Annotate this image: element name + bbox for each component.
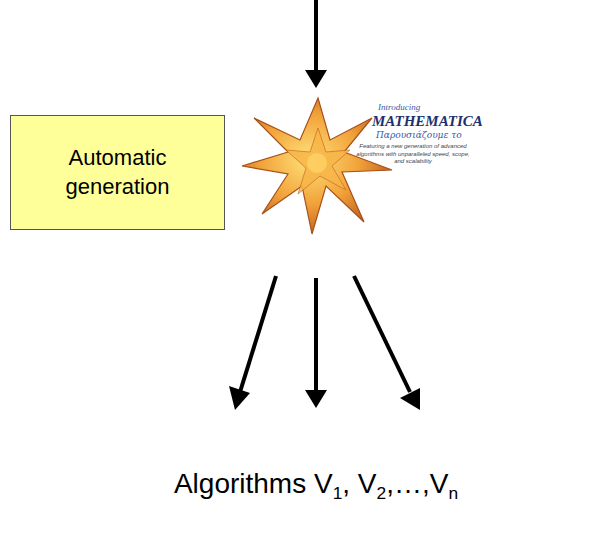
logo-panel [236, 94, 472, 236]
output-arrow [354, 276, 410, 392]
arrow-head [305, 70, 327, 88]
arrow-head [400, 388, 420, 410]
box-text: Automatic generation [53, 144, 183, 201]
logo-fine-print: Featuring a new generation of advanced a… [356, 143, 470, 166]
process-box: Automatic generation [10, 115, 225, 230]
arrow-head [229, 386, 250, 410]
logo-greek-text: Παρουσιάζουμε το [376, 130, 472, 141]
logo-wordmark: MATHEMATICA [372, 112, 472, 131]
output-caption: Algorithms V1, V2,…,Vn [100, 466, 532, 505]
mathematica-spikey [242, 98, 392, 234]
input-arrow [314, 0, 318, 72]
logo-tagline: Introducing [378, 102, 468, 113]
output-arrow [240, 276, 276, 392]
arrow-head [305, 390, 327, 408]
output-arrow [314, 278, 318, 392]
